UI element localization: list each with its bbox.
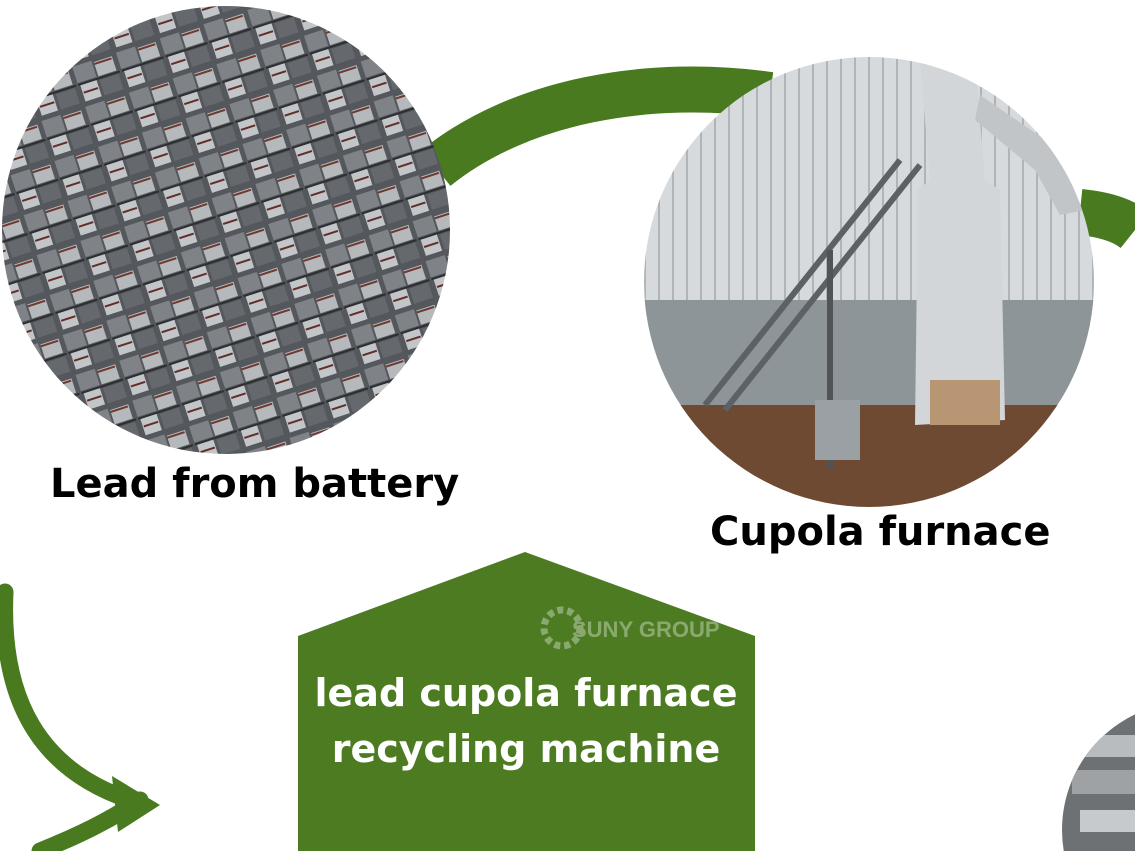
cupola-furnace-photo — [644, 57, 1094, 507]
lead-battery-photo — [2, 6, 450, 454]
center-box-line-1: lead cupola furnace — [314, 671, 738, 715]
watermark-text: SUNY GROUP — [572, 617, 720, 642]
next-step-photo-partial — [1062, 702, 1135, 851]
arrow-left-head — [112, 776, 160, 832]
arrow-right-edge — [1077, 189, 1135, 249]
gear-logo-icon — [540, 606, 584, 650]
arrow-left-curve — [0, 583, 139, 809]
lead-caption: Lead from battery — [50, 461, 460, 507]
center-box-line-2: recycling machine — [331, 727, 721, 771]
cupola-caption: Cupola furnace — [710, 509, 1051, 555]
center-box-label: lead cupola furnace recycling machine — [298, 665, 754, 777]
center-hexagon — [298, 552, 755, 851]
watermark: SUNY GROUP — [540, 606, 720, 650]
arrow-lead-to-cupola — [421, 66, 774, 187]
flow-arrows — [0, 66, 1135, 851]
